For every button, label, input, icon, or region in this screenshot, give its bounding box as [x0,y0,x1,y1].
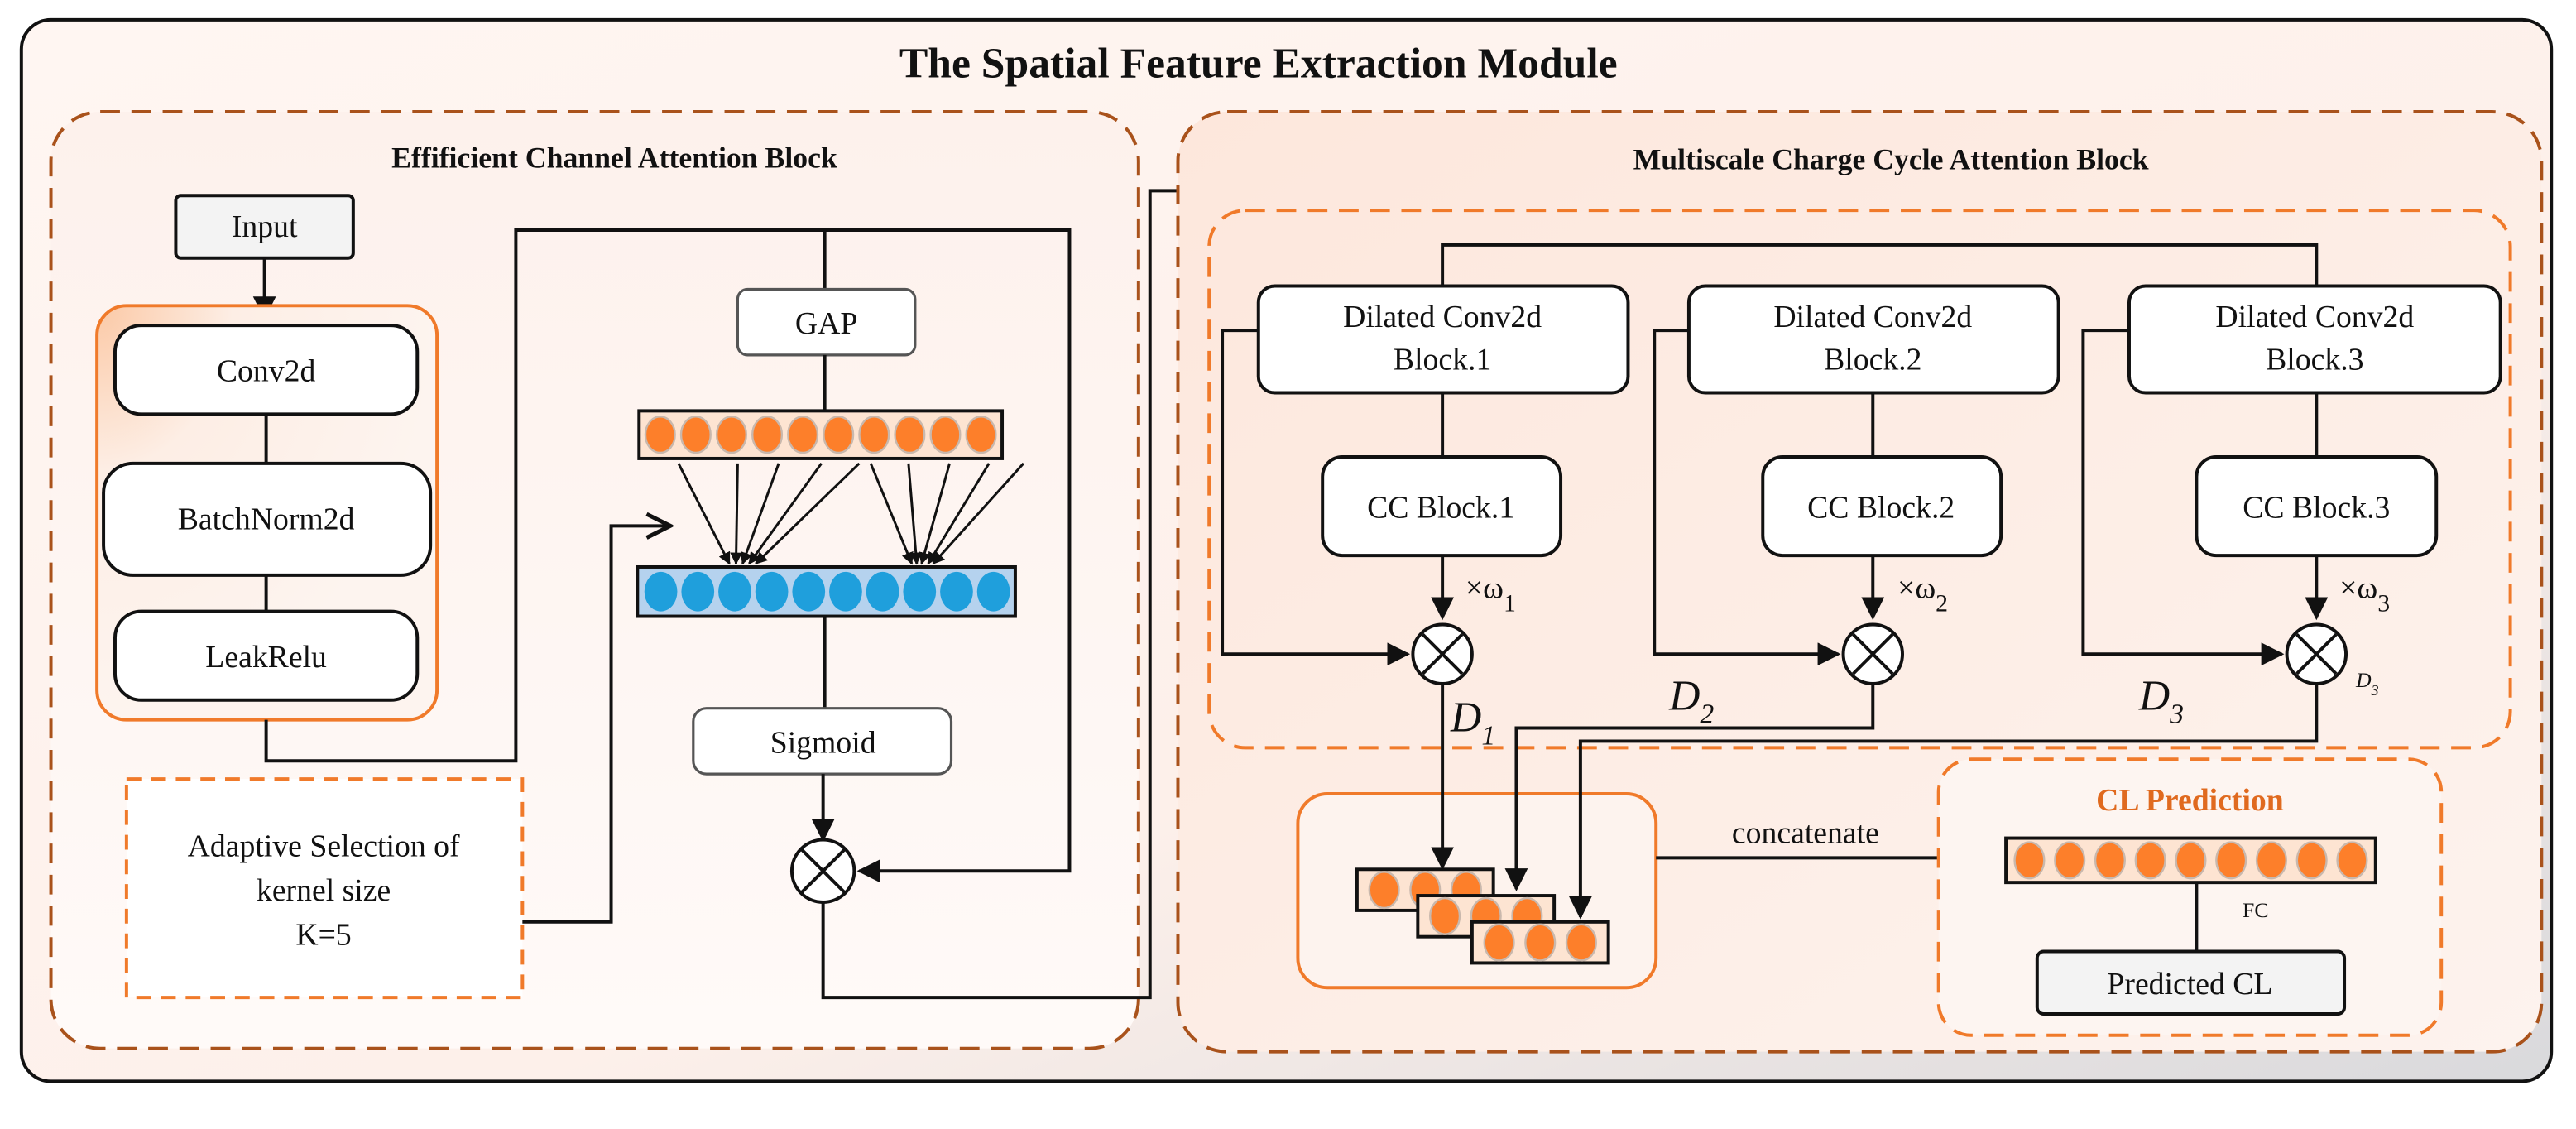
orange-node [644,416,676,454]
orange-node [751,416,784,454]
blue-node [755,571,789,612]
feature-stack [1355,867,1610,965]
conv1d-arrow [907,463,923,565]
cl-node [2295,841,2328,880]
stack-node [1483,923,1515,962]
blue-node [976,571,1010,612]
dilated-block-1-line1: Dilated Conv2d [1343,300,1542,334]
conv1d-arrow [919,463,951,565]
dilated-block-1-line2: Block.1 [1394,343,1491,377]
module-title: The Spatial Feature Extraction Module [899,40,1618,87]
eca-block-title: Effificient Channel Attention Block [391,142,837,175]
branches-frame [1207,209,2512,750]
predicted-cl-box [2035,949,2347,1016]
leakrelu-label: LeakRelu [205,640,327,675]
input-label: Input [232,209,298,244]
blue-node [681,571,715,612]
stack-node [1565,923,1597,962]
multiply-icon-1 [1411,622,1474,685]
mcca-block: Multiscale Charge Cycle Attention Block … [1176,110,2544,1054]
blue-node [792,571,826,612]
d3-label: D3 [2138,673,2184,730]
cl-node [2094,841,2126,880]
stack-node [1368,871,1400,910]
conv1d-arrow [748,463,823,565]
cl-node [2175,841,2207,880]
blue-node [718,571,751,612]
conv1d-arrow [927,463,991,565]
weight-1: ×ω1 [1465,571,1516,617]
blue-node [940,571,973,612]
conv1d-arrow [677,463,731,565]
cc-block-2 [1761,454,2003,558]
orange-node [894,416,926,454]
conv1d-arrow [740,463,780,565]
cl-node [2054,841,2086,880]
cc-block-1-label: CC Block.1 [1367,490,1514,525]
residual-path [264,228,1072,883]
eca-block: Effificient Channel Attention Block Inpu… [49,110,1875,1050]
adaptive-line-1: Adaptive Selection of [188,829,460,863]
d3-small-label: D3 [2355,668,2379,699]
conv1d-arrow [755,462,861,565]
sigmoid-label: Sigmoid [770,725,876,760]
stack-layer-3 [1470,920,1610,965]
cl-prediction-title: CL Prediction [2096,783,2284,818]
dilated-block-2-line2: Block.2 [1824,343,1921,377]
batchnorm-label: BatchNorm2d [178,502,355,536]
gap-label: GAP [795,306,857,341]
orange-node [679,416,712,454]
d2-path [1504,683,1875,891]
cl-node [2134,841,2166,880]
blue-node [866,571,899,612]
orange-node [929,416,962,454]
blue-node [903,571,937,612]
concatenate-label: concatenate [1732,816,1879,851]
cc-block-3-label: CC Block.3 [2243,490,2390,525]
kernel-size-arrow [522,526,670,924]
orange-node [823,416,855,454]
adaptive-line-3: K=5 [295,918,351,953]
dilated-block-3-line2: Block.3 [2266,343,2363,377]
fc-label: FC [2243,898,2269,922]
cc-block-2-label: CC Block.2 [1807,490,1955,525]
cl-node [2255,841,2288,880]
adaptive-line-2: kernel size [257,873,391,908]
blue-node [644,571,678,612]
weight-2: ×ω2 [1897,571,1948,617]
mcca-block-title: Multiscale Charge Cycle Attention Block [1633,143,2149,176]
conv1d-arrow [869,463,914,565]
dilated-block-2-line1: Dilated Conv2d [1773,300,1972,334]
multiply-icon-2 [1841,622,1904,685]
eca-multiply-icon [789,838,856,904]
dilated-block-3-line1: Dilated Conv2d [2215,300,2414,334]
stack-node [1524,923,1557,962]
weight-3: ×ω3 [2339,571,2390,617]
d3-path [1568,683,2319,920]
stack-node [1429,896,1461,935]
orange-node [715,416,748,454]
orange-node [965,416,997,454]
blue-node [829,571,862,612]
eca-conv1d-arrows [677,462,1024,565]
cl-node [2336,841,2368,880]
conv2d-label: Conv2d [217,354,316,389]
orange-node [787,416,819,454]
d1-label: D1 [1450,694,1495,752]
adaptive-kernel-box [124,777,525,1000]
d2-label: D2 [1668,673,1714,730]
multiply-icon-3 [2285,622,2348,685]
leakrelu-box [113,609,420,702]
cl-node [2013,841,2046,880]
predicted-cl-label: Predicted CL [2107,967,2272,1002]
conv1d-arrow [730,463,743,565]
cl-node [2215,841,2247,880]
conv1d-arrow [932,462,1024,565]
orange-node [858,416,890,454]
